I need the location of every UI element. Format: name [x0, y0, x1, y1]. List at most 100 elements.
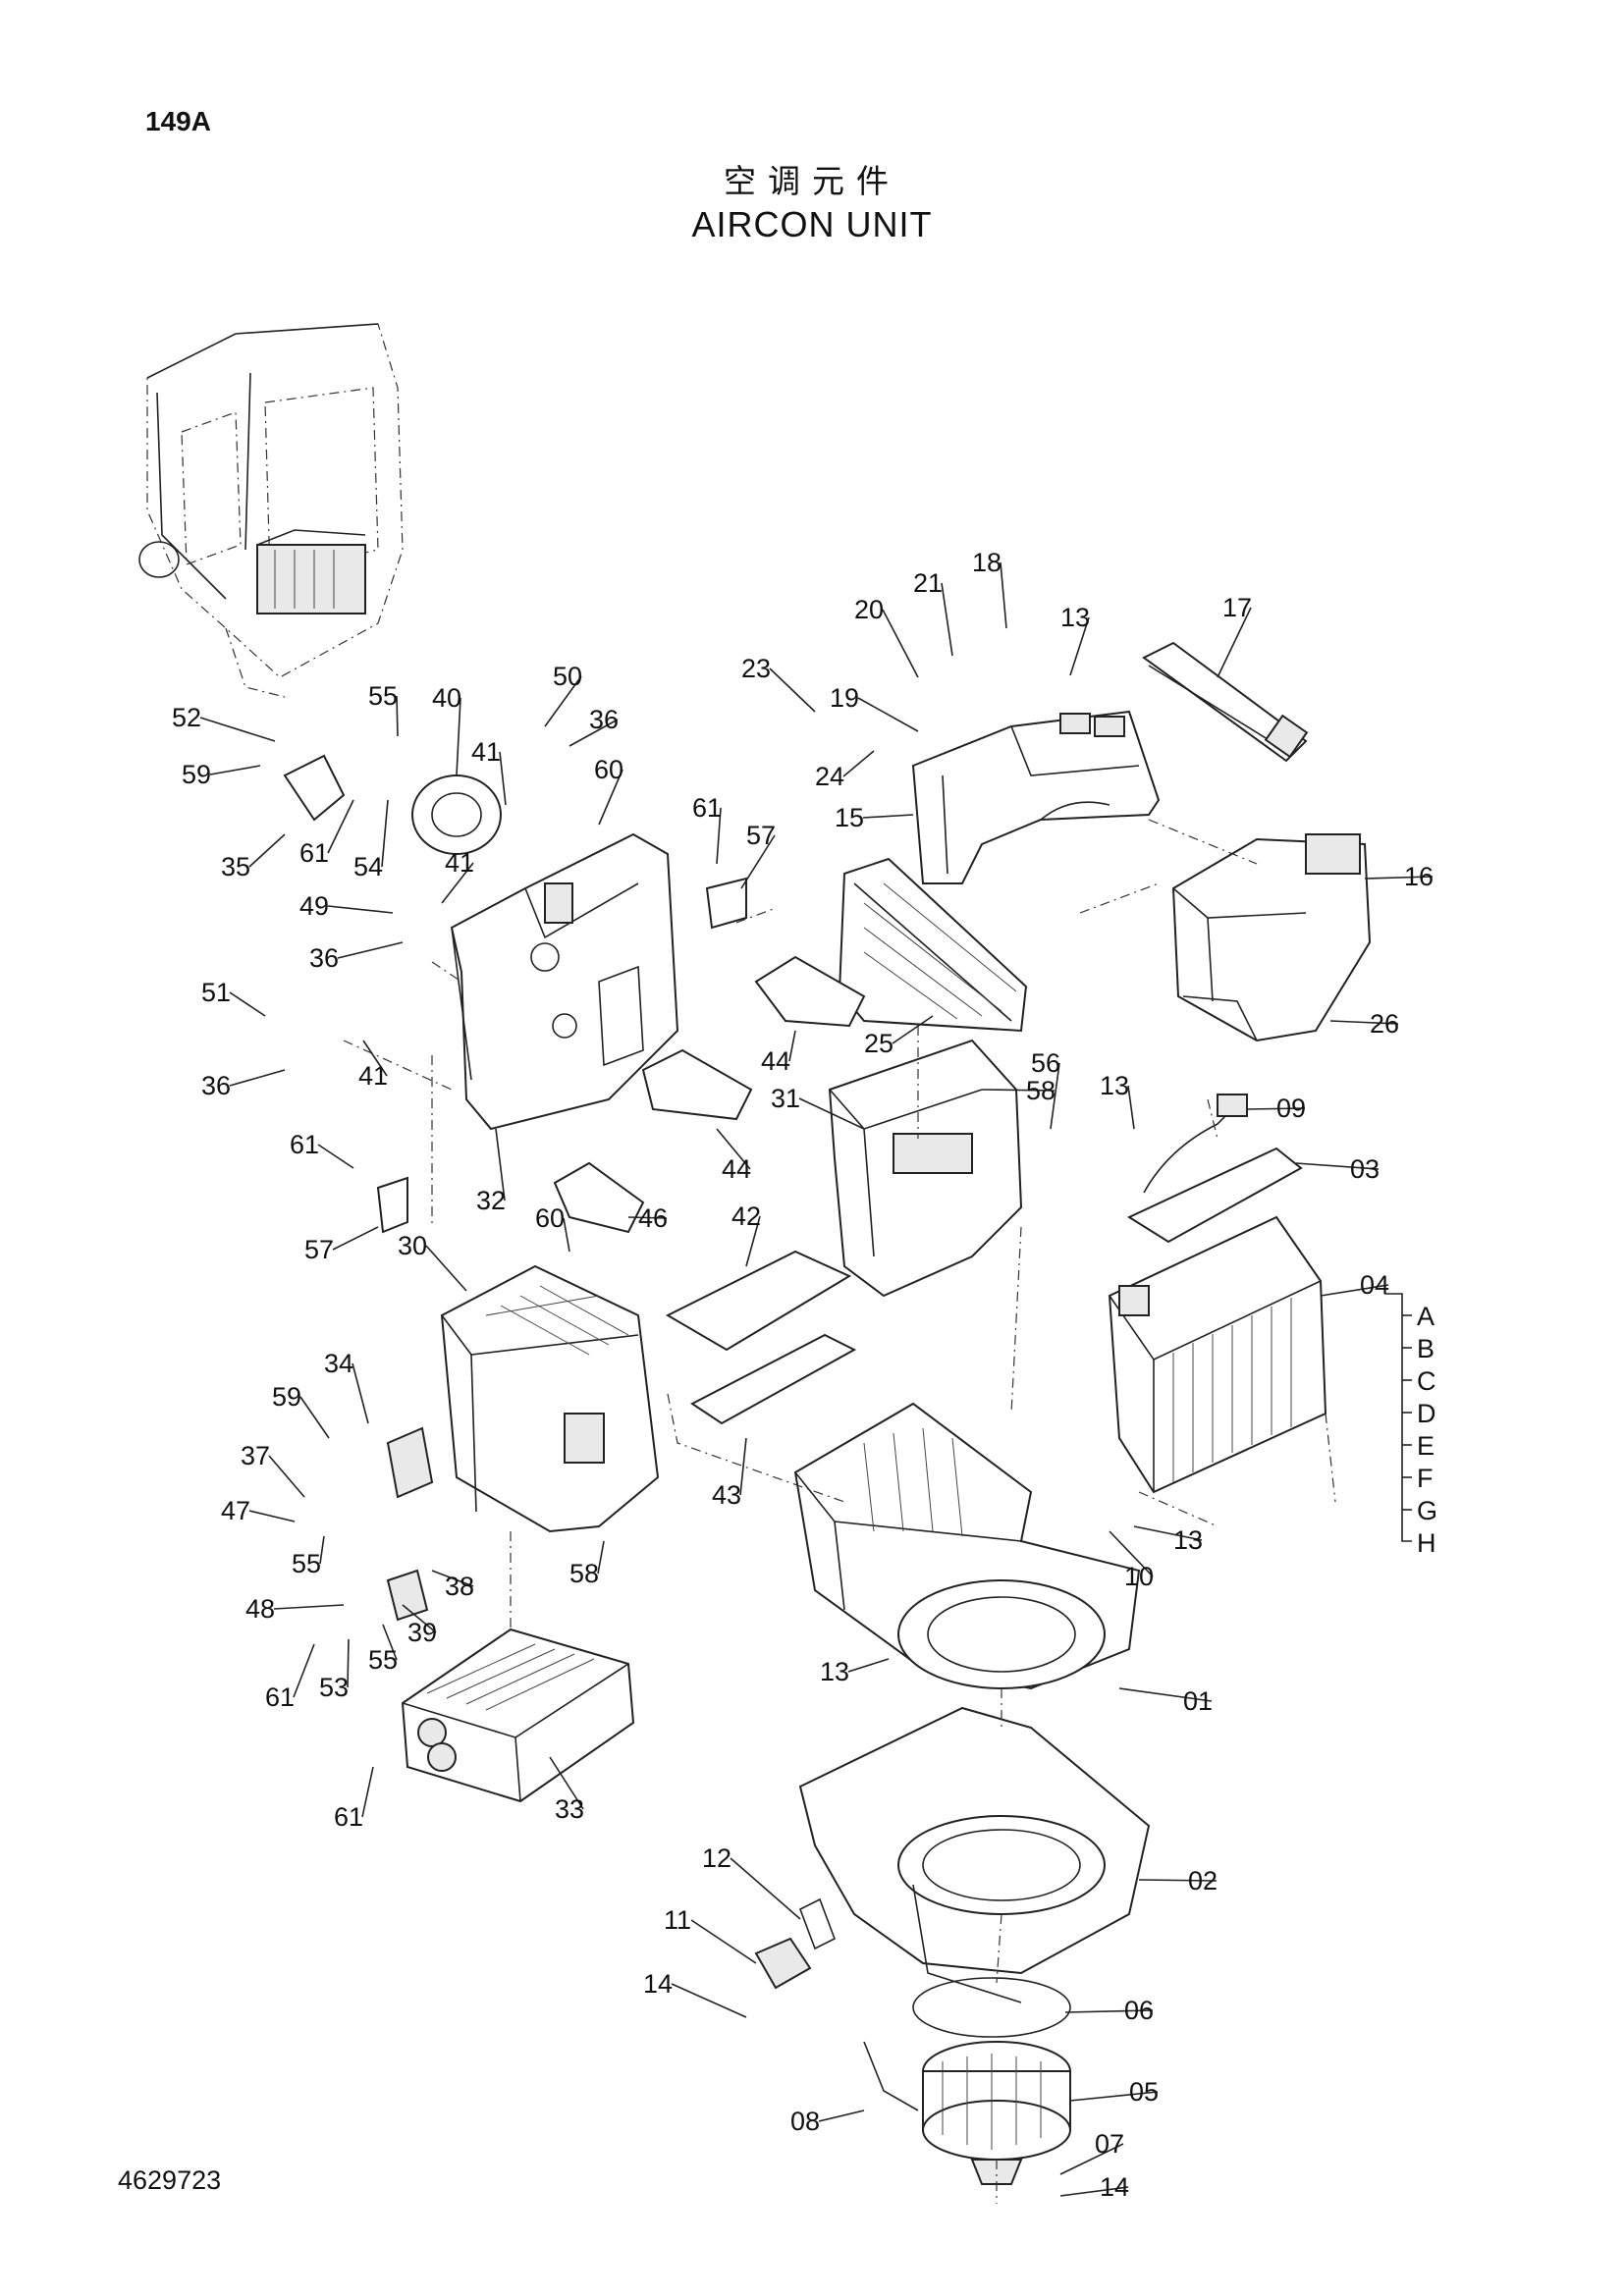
variant-letter-B: B [1417, 1334, 1435, 1363]
page-code: 149A [145, 106, 211, 136]
callout-17: 17 [1222, 593, 1252, 622]
leader-line-01 [1118, 1687, 1213, 1702]
leader-line-10 [1109, 1530, 1154, 1577]
callout-60: 60 [594, 755, 623, 784]
fan-motor-part-05 [922, 2041, 1071, 2185]
leader-line-49 [327, 905, 394, 914]
leader-lines [199, 561, 1434, 2197]
callout-36: 36 [309, 943, 339, 973]
leader-line-56 [1050, 1062, 1060, 1130]
callout-13: 13 [1100, 1071, 1129, 1100]
callout-26: 26 [1370, 1009, 1399, 1039]
motor-part-40 [411, 774, 502, 855]
leader-line-54 [381, 799, 389, 868]
leader-line-26 [1329, 1020, 1399, 1025]
leader-line-03 [1295, 1162, 1380, 1170]
leader-line-09 [1246, 1107, 1306, 1110]
variant-letter-A: A [1417, 1302, 1435, 1331]
callout-49: 49 [299, 891, 329, 921]
leader-line-44 [788, 1030, 796, 1062]
leader-line-50 [544, 675, 582, 727]
callout-55: 55 [292, 1549, 321, 1578]
lower-housing-part-30 [440, 1264, 660, 1533]
filter-part-17 [1142, 641, 1309, 763]
assembly-lines [343, 819, 1336, 2204]
callout-57: 57 [746, 821, 776, 850]
callout-19: 19 [830, 683, 859, 713]
leader-line-15 [862, 814, 914, 819]
leader-line-57 [332, 1226, 379, 1251]
leader-line-16 [1364, 876, 1434, 880]
leader-line-14 [671, 1983, 747, 2018]
callout-50: 50 [553, 662, 582, 691]
leader-line-44 [716, 1128, 751, 1170]
callout-31: 31 [771, 1084, 800, 1113]
callout-48: 48 [245, 1594, 275, 1624]
callout-41: 41 [471, 737, 501, 767]
callout-36: 36 [201, 1071, 231, 1100]
leader-line-42 [745, 1215, 761, 1267]
callout-42: 42 [731, 1201, 761, 1231]
leader-line-40 [456, 697, 461, 776]
leader-line-61 [361, 1766, 374, 1818]
callout-61: 61 [299, 838, 329, 868]
callout-08: 08 [790, 2107, 820, 2136]
callout-36: 36 [589, 705, 619, 734]
leader-line-59 [209, 765, 261, 775]
callout-39: 39 [407, 1618, 437, 1647]
callout-13: 13 [1060, 603, 1090, 632]
damper-doors-44-46 [553, 955, 866, 1234]
title-chinese: 空调元件 [724, 162, 900, 200]
callout-43: 43 [712, 1480, 741, 1510]
variant-letter-C: C [1417, 1366, 1436, 1396]
callout-03: 03 [1350, 1154, 1380, 1184]
callout-59: 59 [272, 1382, 301, 1412]
leader-line-06 [1064, 2009, 1154, 2013]
plates-part-42-43 [665, 1250, 857, 1425]
callout-37: 37 [241, 1441, 270, 1470]
leader-line-13 [1133, 1525, 1203, 1541]
blower-case-part-01 [793, 1402, 1141, 1690]
title-english: AIRCON UNIT [691, 204, 933, 244]
callout-52: 52 [172, 703, 201, 732]
leader-line-36 [229, 1069, 286, 1087]
leader-line-61 [293, 1643, 315, 1698]
leader-line-61 [317, 1144, 354, 1169]
leader-line-25 [892, 1015, 934, 1044]
callout-21: 21 [913, 568, 943, 598]
leader-line-14 [1059, 2186, 1129, 2197]
callout-61: 61 [692, 793, 722, 823]
leader-line-08 [818, 2109, 865, 2122]
callout-07: 07 [1095, 2129, 1124, 2159]
leader-line-58 [981, 1089, 1056, 1092]
actuator-part-34 [386, 1426, 434, 1499]
leader-line-55 [319, 1535, 325, 1565]
leader-line-43 [739, 1437, 747, 1496]
ring-part-06 [912, 1977, 1071, 2038]
callout-20: 20 [854, 595, 884, 624]
callout-44: 44 [761, 1046, 790, 1076]
leader-line-13 [847, 1658, 890, 1673]
callout-54: 54 [353, 852, 383, 881]
leader-line-57 [740, 834, 776, 889]
leader-line-02 [1138, 1879, 1218, 1882]
leader-line-41 [441, 862, 474, 904]
callout-11: 11 [664, 1905, 691, 1935]
leader-line-60 [563, 1217, 570, 1253]
callout-60: 60 [535, 1203, 565, 1233]
callout-24: 24 [815, 762, 844, 791]
resistor-part-11 [754, 1937, 812, 1990]
variant-bracket [1384, 1293, 1412, 1542]
leader-line-32 [495, 1128, 506, 1201]
leader-line-41 [499, 751, 507, 806]
leader-line-53 [347, 1638, 350, 1688]
leader-line-18 [1000, 561, 1007, 629]
plate-part-35 [283, 754, 346, 822]
leader-line-38 [431, 1570, 474, 1587]
leader-line-21 [941, 582, 953, 657]
callout-40: 40 [432, 683, 461, 713]
callout-38: 38 [445, 1572, 474, 1601]
